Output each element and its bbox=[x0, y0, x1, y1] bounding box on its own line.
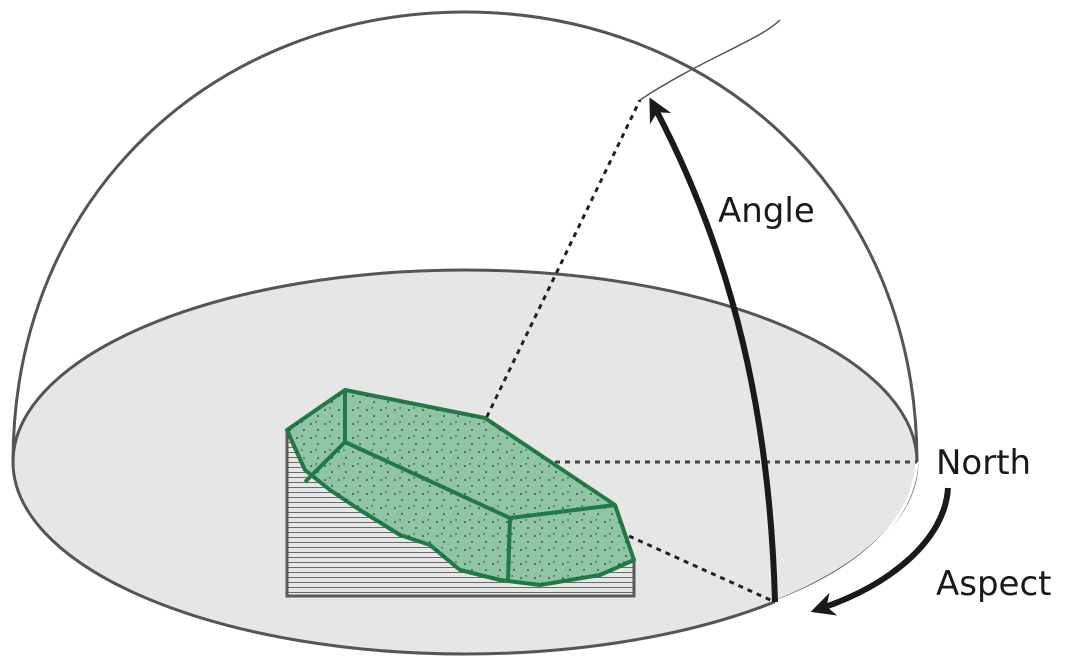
sky-dome bbox=[11, 10, 919, 463]
meridian-arc bbox=[639, 19, 781, 101]
rock-slab bbox=[285, 388, 636, 587]
zenith-direction-line bbox=[463, 99, 642, 463]
angle-label: Angle bbox=[718, 191, 815, 231]
aspect-arrow bbox=[810, 487, 951, 616]
north-label: North bbox=[936, 443, 1031, 483]
meridian-arc-lower bbox=[774, 461, 919, 604]
aspect-label: Aspect bbox=[936, 564, 1052, 604]
angle-arrow bbox=[649, 97, 778, 603]
